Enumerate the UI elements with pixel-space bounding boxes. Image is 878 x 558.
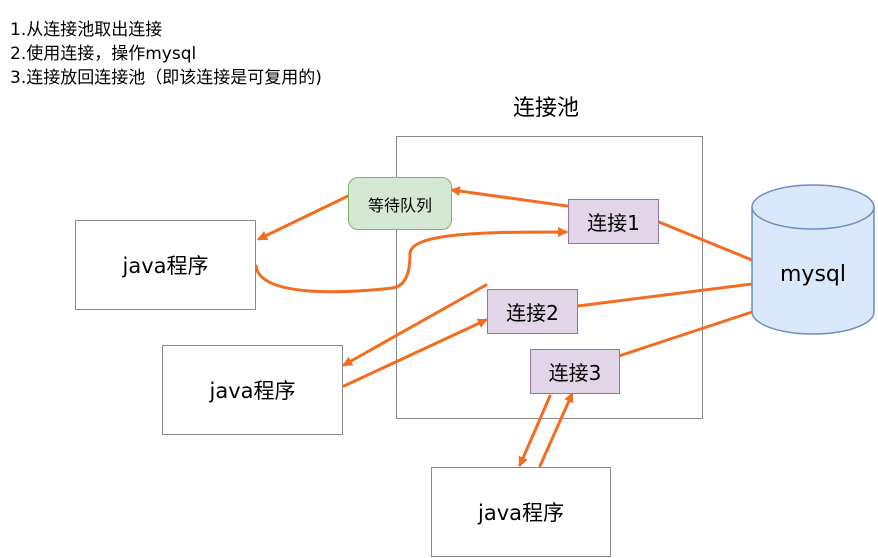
link-conn2-mysql [576,282,754,308]
arrow-queue-to-client1 [257,194,350,241]
mysql-label: mysql [780,262,846,287]
database-cylinder [751,184,875,335]
java-program-2: java程序 [162,345,343,435]
connection-1: 连接1 [568,199,659,244]
pool-title: 连接池 [512,96,579,121]
connection-2: 连接2 [487,289,578,334]
waiting-queue: 等待队列 [348,177,452,230]
connection-3: 连接3 [530,349,620,394]
java-program-1: java程序 [75,220,256,310]
link-conn3-mysql [617,310,754,358]
arrow-client1-to-conn1 [254,227,568,294]
step-3-text: 3.连接放回连接池（即该连接是可复用的) [10,68,322,88]
arrow-conn2-to-client2 [342,283,488,367]
step-2-text: 2.使用连接，操作mysql [10,44,197,64]
arrow-conn3-to-client3 [518,394,552,467]
arrow-conn1-to-queue [450,186,569,208]
steps-notes: 1.从连接池取出连接 2.使用连接，操作mysql 3.连接放回连接池（即该连接… [10,18,322,90]
arrow-client3-to-conn3 [538,392,574,468]
arrow-client2-to-conn2 [342,318,488,388]
step-1-text: 1.从连接池取出连接 [10,20,163,40]
link-conn1-mysql [657,220,754,262]
java-program-3: java程序 [431,467,611,557]
